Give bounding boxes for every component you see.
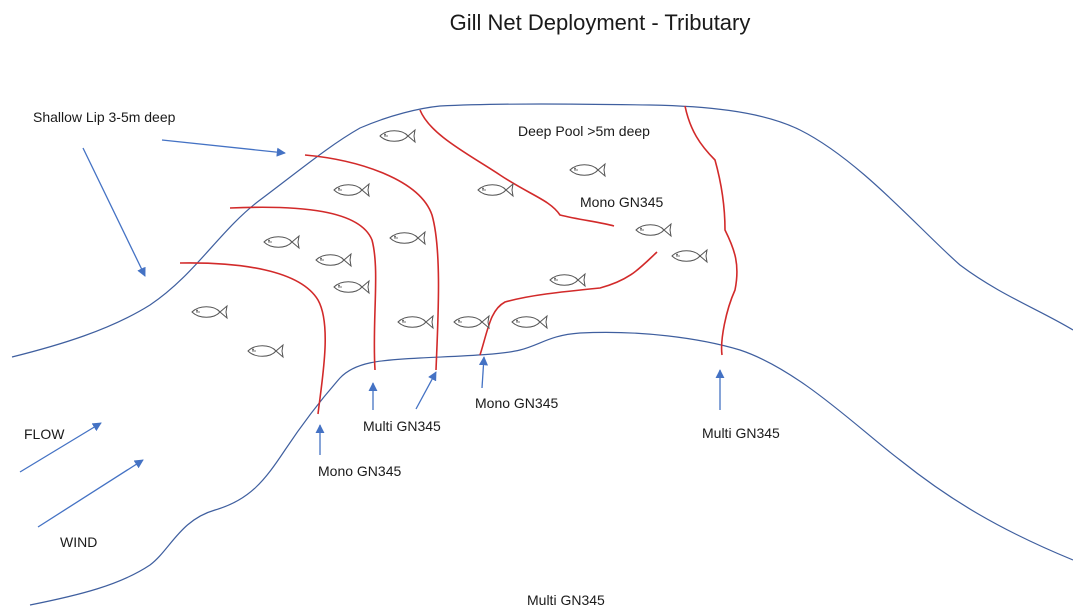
label-mono-lower: Mono GN345: [318, 463, 401, 479]
label-multi-middle: Multi GN345: [363, 418, 441, 434]
label-wind: WIND: [60, 534, 97, 550]
arrow-icon: [161, 139, 286, 157]
net-line-3: [304, 154, 440, 371]
arrow-icon: [37, 459, 144, 528]
fish-icon: [397, 315, 434, 329]
label-mono-middle: Mono GN345: [475, 395, 558, 411]
fish-icon: [333, 183, 370, 197]
fish-icon: [671, 249, 708, 263]
label-multi-bottom: Multi GN345: [527, 592, 605, 608]
fish-icon: [315, 253, 352, 267]
lower-shoreline: [29, 331, 1073, 606]
net-line-6: [684, 105, 738, 356]
net-line-4: [419, 109, 615, 227]
upper-shoreline: [11, 103, 1073, 358]
net-line-5: [479, 251, 658, 356]
fish-icon: [569, 163, 606, 177]
fish-icon: [247, 344, 284, 358]
net-line-1: [179, 262, 326, 415]
fish-icon: [477, 183, 514, 197]
label-deep-pool: Deep Pool >5m deep: [518, 123, 650, 139]
fish-icon: [191, 305, 228, 319]
fish-icon: [333, 280, 370, 294]
fish-icon: [635, 223, 672, 237]
arrow-icon: [82, 147, 146, 277]
arrow-icon: [415, 371, 437, 410]
fish-icon: [453, 315, 490, 329]
label-multi-right: Multi GN345: [702, 425, 780, 441]
fish-icon: [379, 129, 416, 143]
net-line-2: [229, 206, 377, 371]
fish-icon: [389, 231, 426, 245]
arrow-icon: [19, 422, 102, 473]
label-mono-upper: Mono GN345: [580, 194, 663, 210]
arrow-icon: [478, 356, 489, 389]
fish-icon: [511, 315, 548, 329]
label-shallow-lip: Shallow Lip 3-5m deep: [33, 109, 176, 125]
diagram-title: Gill Net Deployment - Tributary: [450, 10, 751, 35]
fish-icon: [549, 273, 586, 287]
label-flow: FLOW: [24, 426, 65, 442]
fish-icon: [263, 235, 300, 249]
